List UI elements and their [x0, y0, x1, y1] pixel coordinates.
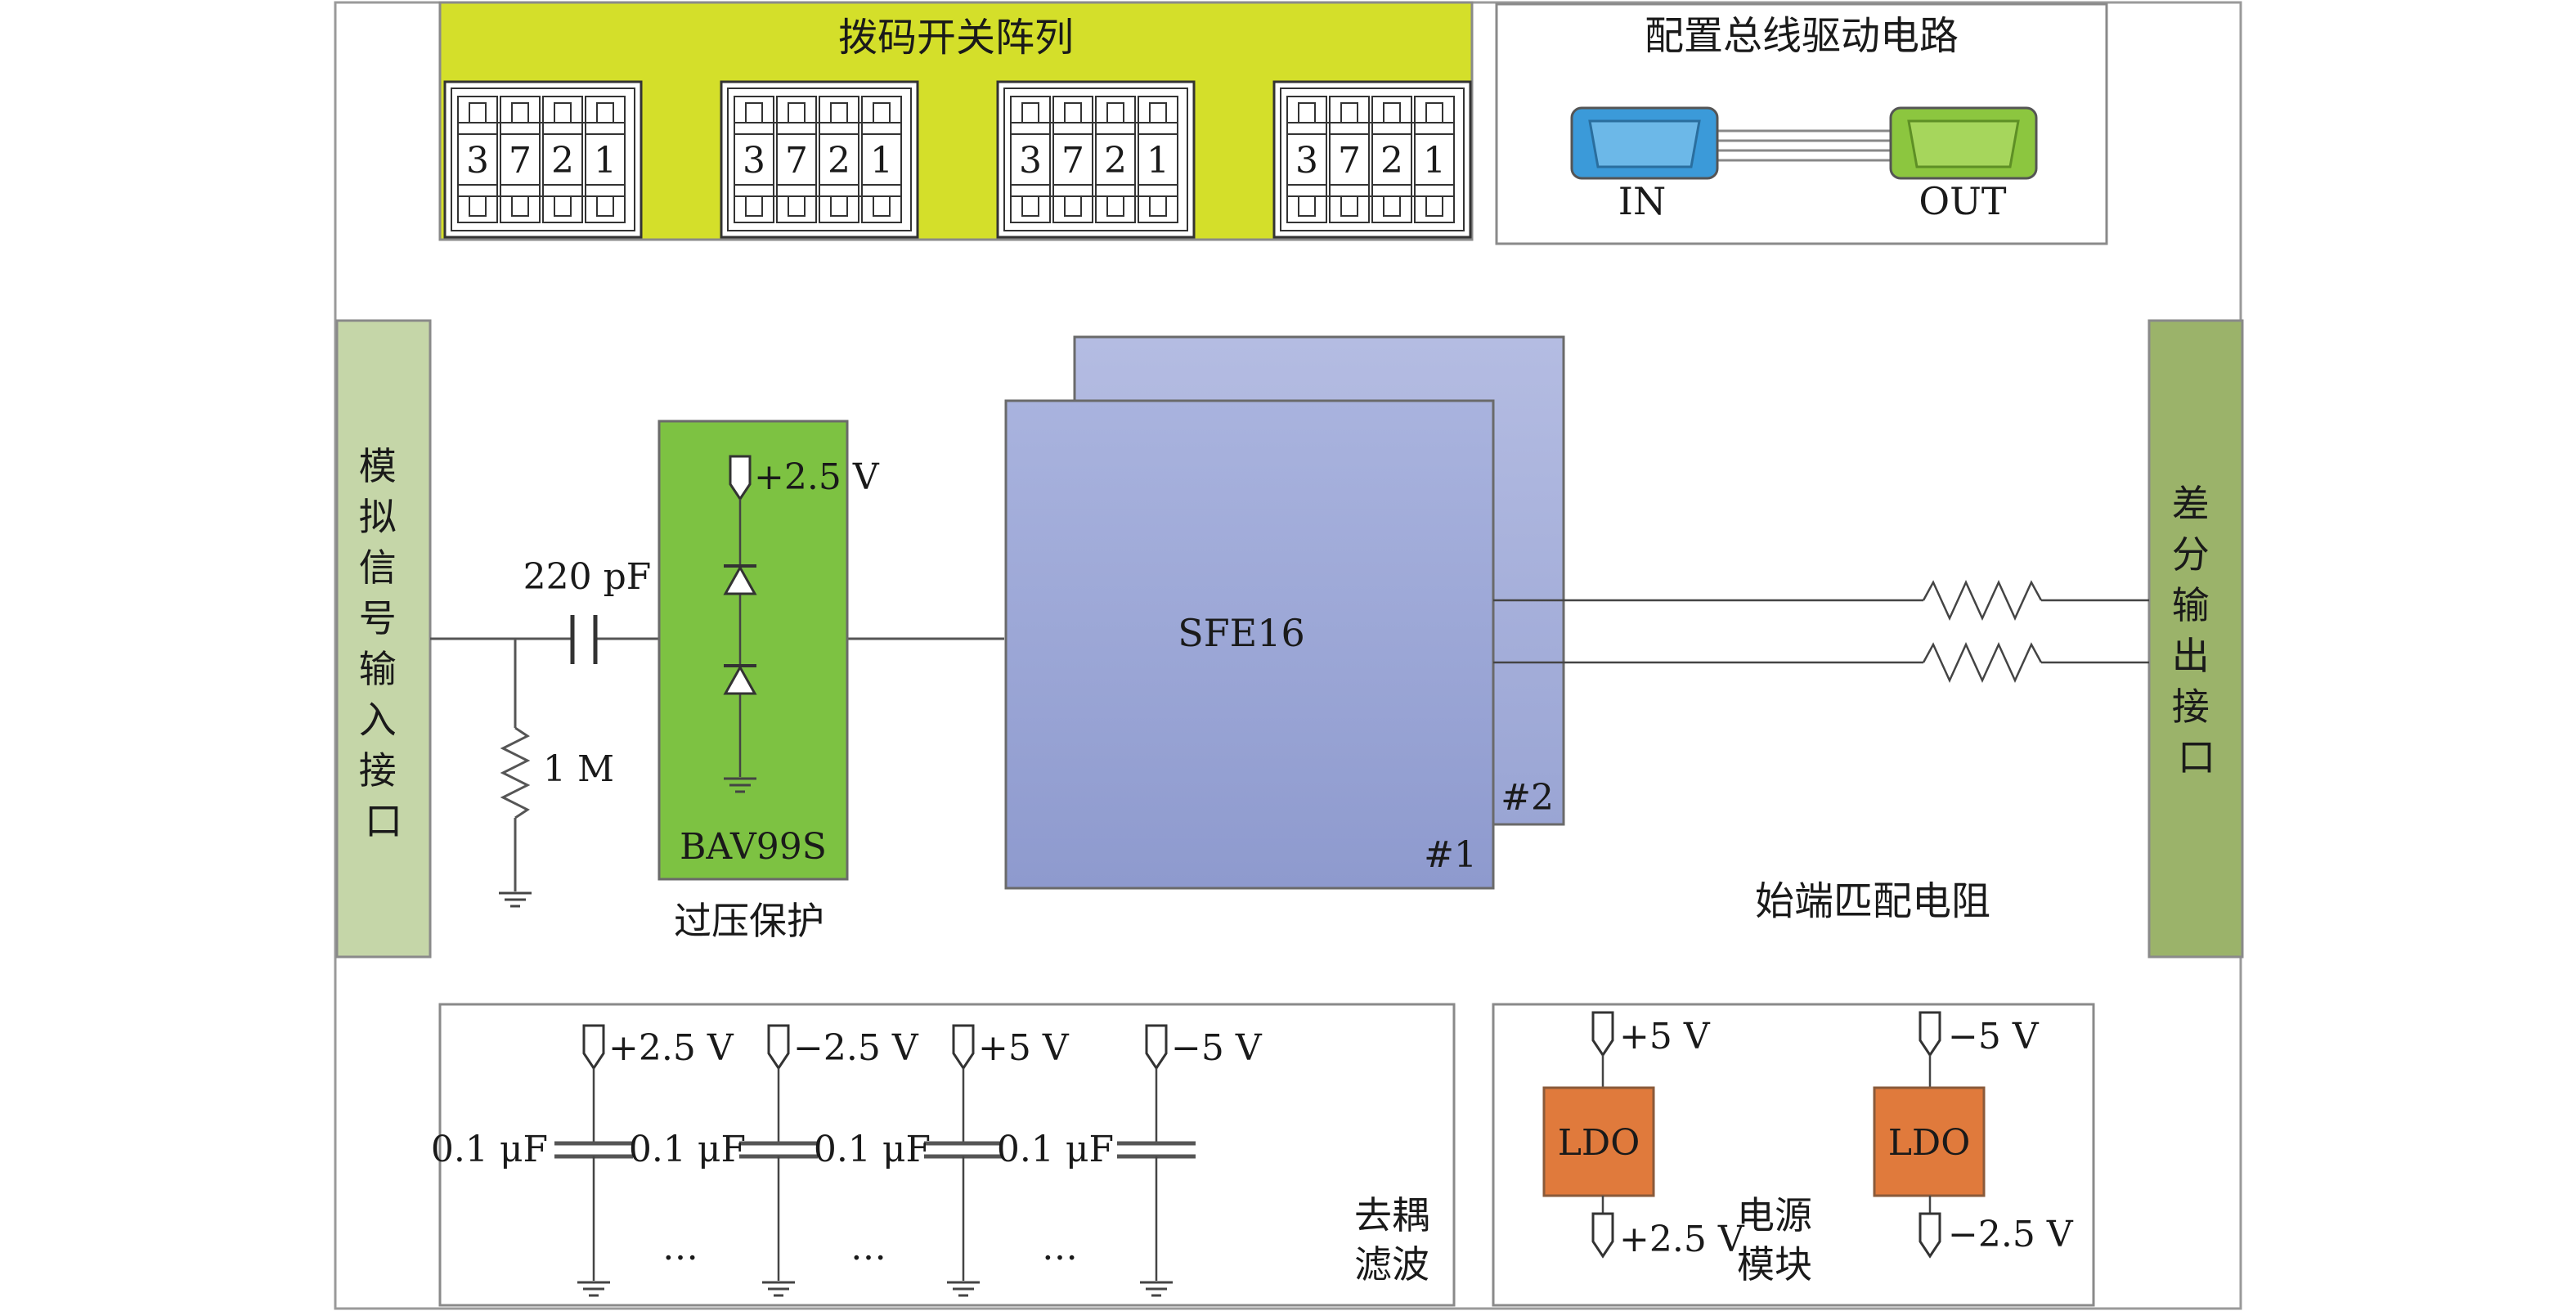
decoupling-rail-3: +5 V	[978, 1027, 1070, 1069]
decoupling-cap-3: 0.1 μF	[814, 1129, 931, 1170]
termination-resistor-2	[1922, 641, 2043, 684]
dip-switch-2[interactable]: 3 7 2 1	[720, 80, 919, 239]
protection-block: +2.5 V BAV99S	[657, 420, 880, 881]
dip-switch-2-digit-2: 7	[785, 140, 808, 182]
analog-input-char-6: 入	[359, 698, 397, 742]
dip-switch-2-digit-1: 3	[743, 140, 765, 182]
dip-switch-1-digit-3: 2	[551, 140, 574, 182]
protection-supply-label: +2.5 V	[754, 456, 880, 498]
decoupling-ellipsis-3: …	[1042, 1227, 1078, 1268]
decoupling-ellipsis-2: …	[850, 1227, 886, 1268]
dip-switch-1-digit-1: 3	[466, 140, 489, 182]
analog-input-char-7: 接	[359, 748, 397, 792]
diode-lower-icon	[723, 664, 757, 695]
power-module-panel: +5 V LDO +2.5 V −5 V LDO −2.5 V 电源 模块	[1492, 1003, 2095, 1307]
ldo1-input-label: +5 V	[1619, 1016, 1711, 1057]
termination-resistor-1	[1922, 579, 2043, 622]
in-connector-label: IN	[1618, 179, 1666, 223]
dip-switch-4-digit-1: 3	[1295, 140, 1318, 182]
ldo2-output-label: −2.5 V	[1948, 1214, 2074, 1255]
out-connector[interactable]	[1889, 106, 2038, 180]
chip-back-tag: #2	[1501, 777, 1554, 819]
input-capacitor	[570, 615, 598, 664]
diff-output-char-3: 输	[2172, 583, 2210, 627]
ldo2-label: LDO	[1888, 1122, 1971, 1164]
ldo1-block[interactable]: LDO	[1542, 1086, 1655, 1197]
dip-switch-3-digit-2: 7	[1061, 140, 1084, 182]
analog-input-label: 模 拟 信 号 输 入 接 口	[359, 444, 409, 843]
dip-switch-2-digit-3: 2	[828, 140, 850, 182]
decoupling-caption-line-1: 去耦	[1354, 1193, 1429, 1237]
analog-input-char-5: 输	[359, 647, 397, 691]
analog-input-interface[interactable]: 模 拟 信 号 输 入 接 口	[335, 319, 432, 959]
diff-output-char-4: 出	[2172, 634, 2210, 678]
dip-switch-1[interactable]: 3 7 2 1	[443, 80, 643, 239]
termination-resistors	[1493, 579, 2149, 684]
decoupling-rail-2: −2.5 V	[793, 1027, 919, 1069]
decoupling-rail-4: −5 V	[1171, 1027, 1263, 1069]
dip-switch-4[interactable]: 3 7 2 1	[1272, 80, 1472, 239]
analog-input-char-8: 口	[365, 799, 402, 843]
power-caption-line-1: 电源	[1737, 1193, 1812, 1237]
protection-caption: 过压保护	[674, 899, 824, 943]
ldo1-output-label: +2.5 V	[1619, 1219, 1745, 1260]
diff-output-label: 差 分 输 出 接 口	[2172, 482, 2222, 779]
input-resistor-label: 1 M	[543, 748, 614, 790]
config-bus-title: 配置总线驱动电路	[1645, 13, 1959, 59]
dip-switch-3-digit-3: 2	[1104, 140, 1127, 182]
out-connector-label: OUT	[1919, 179, 2006, 223]
analog-input-char-3: 信	[359, 546, 397, 590]
chip-name: SFE16	[1178, 611, 1305, 655]
diff-output-interface[interactable]: 差 分 输 出 接 口	[2147, 319, 2244, 959]
decoupling-cap-2: 0.1 μF	[629, 1129, 746, 1170]
ldo1-label: LDO	[1558, 1122, 1640, 1164]
dip-switch-4-digit-4: 1	[1423, 140, 1446, 182]
dip-switch-2-digit-4: 1	[870, 140, 893, 182]
decoupling-cap-1: 0.1 μF	[431, 1129, 548, 1170]
decoupling-caption-line-2: 滤波	[1354, 1242, 1429, 1286]
diff-output-char-6: 口	[2178, 735, 2215, 779]
in-connector[interactable]	[1570, 106, 1719, 180]
dip-switch-title: 拨码开关阵列	[838, 15, 1074, 61]
input-network: 220 pF 1 M	[430, 556, 1004, 908]
termination-caption: 始端匹配电阻	[1755, 878, 1990, 924]
diff-output-char-5: 接	[2172, 685, 2210, 729]
diff-output-char-2: 分	[2172, 532, 2210, 577]
decoupling-cap-4: 0.1 μF	[997, 1129, 1114, 1170]
dip-switch-4-digit-2: 7	[1338, 140, 1361, 182]
dip-switch-3[interactable]: 3 7 2 1	[996, 80, 1196, 239]
ldo2-input-label: −5 V	[1948, 1016, 2040, 1057]
sfe16-chip-front[interactable]: SFE16 #1	[1004, 399, 1495, 890]
diff-output-char-1: 差	[2172, 482, 2210, 526]
dip-switch-3-digit-4: 1	[1147, 140, 1169, 182]
input-capacitor-label: 220 pF	[523, 556, 652, 598]
analog-input-char-1: 模	[359, 444, 397, 488]
dip-switch-4-digit-3: 2	[1380, 140, 1403, 182]
dip-switch-array: 拨码开关阵列 3 7 2 1 3 7 2 1 3 7 2 1 3 7 2 1	[438, 1, 1474, 241]
chip-front-tag: #1	[1424, 834, 1477, 876]
ldo2-block[interactable]: LDO	[1873, 1086, 1986, 1197]
analog-input-char-4: 号	[359, 596, 397, 640]
decoupling-rail-1: +2.5 V	[608, 1027, 734, 1069]
dip-switch-1-digit-2: 7	[509, 140, 532, 182]
decoupling-ellipsis-1: …	[662, 1227, 698, 1268]
config-bus-panel: 配置总线驱动电路 IN OUT	[1495, 2, 2108, 245]
analog-input-char-2: 拟	[359, 495, 397, 539]
dip-switch-3-digit-1: 3	[1019, 140, 1042, 182]
dip-switch-1-digit-4: 1	[594, 140, 617, 182]
power-caption-line-2: 模块	[1737, 1242, 1812, 1286]
diode-upper-icon	[723, 564, 757, 595]
input-resistor	[500, 726, 531, 819]
protection-device-label: BAV99S	[680, 826, 827, 868]
decoupling-panel: +2.5 V 0.1 μF −2.5 V 0.1 μF … +5 V 0.1 μ…	[431, 1003, 1456, 1307]
